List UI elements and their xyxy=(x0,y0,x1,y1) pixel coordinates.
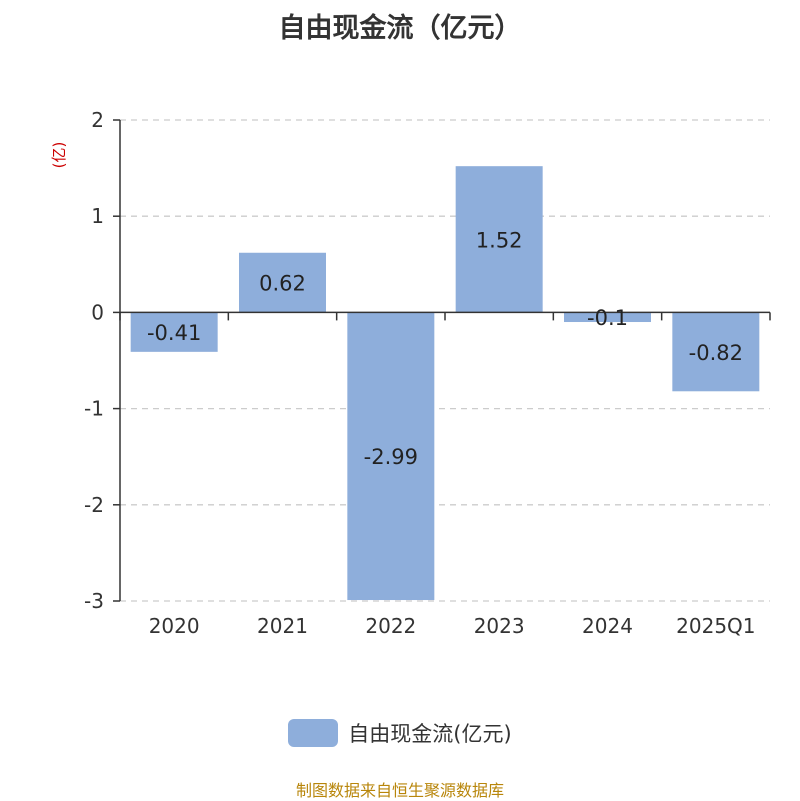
data-label: -0.1 xyxy=(587,306,628,330)
x-tick-label: 2024 xyxy=(582,614,633,638)
bar-2024 xyxy=(564,312,651,323)
y-tick-label: -2 xyxy=(84,493,104,517)
y-tick-label: 2 xyxy=(91,108,104,132)
x-tick-label: 2023 xyxy=(474,614,525,638)
x-tick-label: 2021 xyxy=(257,614,308,638)
x-tick-label: 2025Q1 xyxy=(676,614,755,638)
bar-2023 xyxy=(455,166,543,313)
data-label: -0.82 xyxy=(689,341,743,365)
legend[interactable]: 自由现金流(亿元) xyxy=(0,718,800,748)
bar-2025Q1 xyxy=(672,312,760,392)
y-tick-label: 0 xyxy=(91,300,104,324)
x-tick-label: 2022 xyxy=(365,614,416,638)
chart-title: 自由现金流（亿元） xyxy=(278,13,522,44)
bar-2020 xyxy=(130,312,218,352)
data-label: -0.41 xyxy=(147,321,201,345)
bar-2022 xyxy=(347,312,435,601)
legend-swatch xyxy=(288,719,339,747)
data-label: 0.62 xyxy=(259,272,306,296)
legend-label: 自由现金流(亿元) xyxy=(348,722,512,746)
data-label: -2.99 xyxy=(364,445,418,469)
source-note: 制图数据来自恒生聚源数据库 xyxy=(295,781,504,800)
y-tick-label: -3 xyxy=(84,589,104,613)
y-axis-label: (亿) xyxy=(50,142,68,169)
y-tick-label: 1 xyxy=(91,204,104,228)
data-label: 1.52 xyxy=(476,228,523,252)
bar-2021 xyxy=(239,252,326,313)
y-tick-label: -1 xyxy=(84,397,104,421)
x-tick-label: 2020 xyxy=(149,614,200,638)
